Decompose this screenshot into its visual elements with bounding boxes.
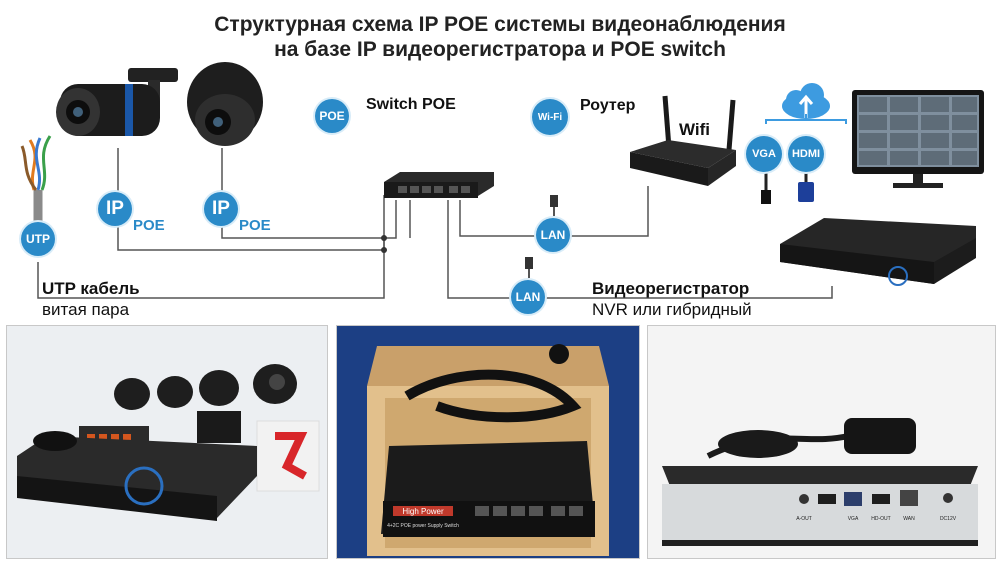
poe-badge: POE: [315, 99, 349, 133]
nvr-icon: [780, 218, 976, 286]
lan-plug-icon: [525, 257, 533, 278]
line-switch-drop: [383, 200, 397, 250]
nvr-label: Видеорегистратор: [592, 279, 750, 298]
photo-kit-set: [6, 325, 328, 559]
junction-dot: [381, 235, 387, 241]
vga-badge: VGA: [746, 136, 782, 172]
lan-plug-icon: [550, 195, 558, 216]
router-icon: [630, 95, 736, 186]
network-diagram: [20, 62, 984, 299]
photo-switch-in-box: High Power 4+2C POE power Supply Switch: [336, 325, 640, 559]
hdmi-badge: HDMI: [788, 136, 824, 172]
wifi-badge: Wi-Fi: [532, 99, 568, 135]
poe-label-camera-1: POE: [133, 217, 165, 234]
junction-dot: [381, 247, 387, 253]
port-label-dc12v: DC12V: [940, 516, 957, 522]
port-label-a-out: A-OUT: [796, 516, 812, 522]
ip-badge-camera-1: IP: [98, 192, 132, 226]
poe-switch-icon: [384, 172, 494, 198]
utp-badge: UTP: [21, 222, 55, 256]
port-label-vga: VGA: [848, 516, 859, 522]
switch-label: Switch POE: [366, 96, 456, 113]
line-switch-nvr: [447, 200, 833, 299]
switch-subtitle-text: 4+2C POE power Supply Switch: [387, 523, 459, 529]
cloud-connector: [765, 114, 847, 124]
utp-sublabel: витая пара: [42, 300, 130, 319]
bullet-camera-icon: [56, 68, 178, 136]
port-label-wan: WAN: [903, 516, 915, 522]
lan-badge-router: LAN: [536, 218, 570, 252]
cloud-icon: [782, 83, 830, 119]
hdmi-plug-icon: [761, 172, 771, 204]
switch-brand-text: High Power: [402, 507, 444, 516]
line-camera1-switch: [117, 148, 384, 251]
connection-lines: [37, 148, 833, 299]
line-camera2-switch: [221, 148, 384, 239]
kit-set-illustration: [7, 326, 327, 558]
poe-label-camera-2: POE: [239, 217, 271, 234]
utp-label: UTP кабель: [42, 279, 140, 298]
monitor-icon: [852, 90, 984, 188]
title-line-2: на базе IP видеорегистратора и POE switc…: [274, 38, 726, 61]
router-label: Роутер: [580, 97, 636, 114]
dome-camera-icon: [187, 62, 263, 146]
ip-badge-camera-2: IP: [204, 192, 238, 226]
title-line-1: Структурная схема IP POE системы видеона…: [214, 13, 786, 36]
wifi-logo-text: Wifi: [679, 120, 711, 139]
port-label-hd-out: HD-OUT: [871, 516, 890, 522]
vga-plug-icon: [798, 172, 814, 202]
photo-nvr-back: A-OUT VGA HD-OUT WAN DC12V: [647, 325, 996, 559]
twisted-pair-cable-icon: [20, 135, 52, 225]
nvr-back-illustration: A-OUT VGA HD-OUT WAN DC12V: [648, 326, 995, 558]
diagram-title: Структурная схема IP POE системы видеона…: [0, 12, 1000, 62]
nvr-sublabel: NVR или гибридный: [592, 300, 752, 319]
lan-badge-nvr: LAN: [511, 280, 545, 314]
switch-box-illustration: High Power 4+2C POE power Supply Switch: [337, 326, 639, 558]
